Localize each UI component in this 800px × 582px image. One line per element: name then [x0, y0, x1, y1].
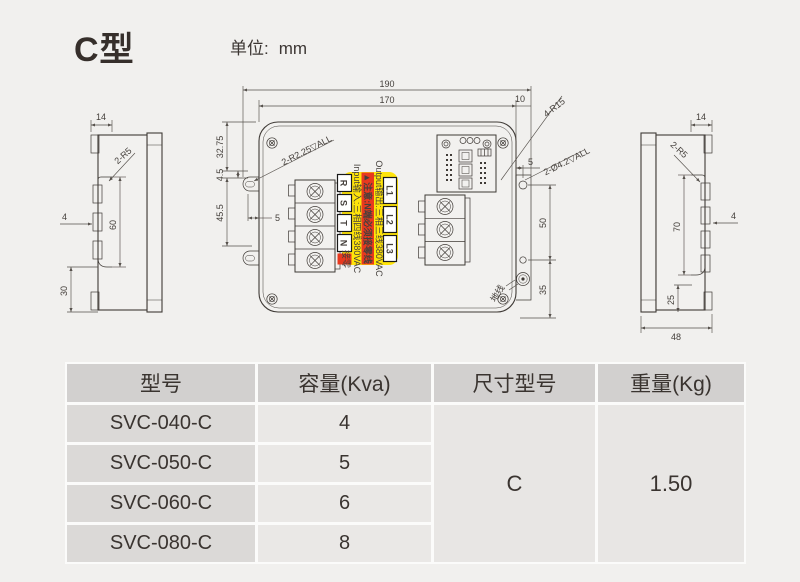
unit-label: 单位:: [230, 39, 269, 58]
left-side-view-drawing: 14 2-R5 60 4 30: [59, 112, 163, 313]
size-model-value: C: [434, 405, 595, 562]
header-capacity: 容量(Kva): [258, 364, 431, 402]
warning-banner: [361, 172, 374, 265]
dim-left-offset-4: 4: [62, 212, 67, 222]
dim-hole-offset-5: 5: [528, 157, 533, 167]
label-output-line: Output输出:三相三线380VAC: [374, 160, 385, 277]
dim-left-top-14: 14: [96, 112, 106, 122]
table-row-model: SVC-060-C: [67, 485, 255, 522]
table-row-capacity: 4: [258, 405, 431, 442]
table-row-model: SVC-040-C: [67, 405, 255, 442]
dim-hole-span-50: 50: [538, 218, 548, 228]
ground-screw: [516, 272, 530, 286]
page-title: C型: [74, 31, 135, 69]
left-view-body: [90, 132, 163, 313]
dim-right-top-14: 14: [696, 112, 706, 122]
header-weight: 重量(Kg): [598, 364, 744, 402]
label-s: S: [339, 200, 349, 206]
output-terminal-labels: L1 L2 L3: [382, 176, 398, 263]
dim-hole-spec: 2-Ø4.2▽ALL: [542, 145, 591, 177]
label-n: N: [339, 240, 349, 247]
label-l1: L1: [385, 185, 395, 196]
unit-value: mm: [278, 39, 308, 58]
dim-body-170: 170: [379, 95, 394, 105]
dim-right-width-48: 48: [671, 332, 681, 342]
table-row-capacity: 6: [258, 485, 431, 522]
label-t: T: [339, 220, 349, 226]
label-warning-text: ▲注意:N端必须接零线: [363, 173, 374, 263]
table-row-capacity: 8: [258, 525, 431, 562]
table-row-model: SVC-080-C: [67, 525, 255, 562]
table-row-model: SVC-050-C: [67, 445, 255, 482]
dim-left-strip-60: 60: [108, 220, 118, 230]
dim-corner-radius: 4-R15: [541, 96, 566, 119]
label-r: R: [339, 180, 349, 187]
dim-right-bottom-25: 25: [666, 295, 676, 305]
label-l3: L3: [385, 243, 395, 254]
dim-left-32-75: 32.75: [215, 136, 225, 159]
weight-value: 1.50: [598, 405, 744, 562]
dim-right-strip-70: 70: [672, 222, 682, 232]
pin-headers: [446, 154, 486, 184]
right-view-body: [640, 132, 713, 313]
front-view-drawing: L1 L2 L3 Output输出:三相三线380VAC ▲注意:N端必须接零线…: [215, 79, 591, 319]
warning-label: L1 L2 L3 Output输出:三相三线380VAC ▲注意:N端必须接零线…: [336, 160, 398, 277]
spec-table: 型号 容量(Kva) 尺寸型号 重量(Kg) SVC-040-C 4 C 1.5…: [65, 362, 746, 564]
header-size-model: 尺寸型号: [434, 364, 595, 402]
dim-hole-bottom-35: 35: [538, 285, 548, 295]
label-n-tag: 接零: [341, 250, 352, 268]
unit-note: 单位: mm: [230, 34, 307, 59]
display-board: [436, 134, 497, 193]
input-terminal-block: [288, 179, 341, 273]
header-model: 型号: [67, 364, 255, 402]
left-view-dimensions: 14 2-R5 60 4 30: [59, 112, 136, 313]
dim-left-bottom-30: 30: [59, 286, 69, 296]
dim-overall-190: 190: [379, 79, 394, 89]
table-row-capacity: 5: [258, 445, 431, 482]
dim-left-4-5: 4.5: [215, 169, 225, 182]
dim-left-45-5: 45.5: [215, 204, 225, 222]
corner-screws: [266, 137, 509, 305]
input-terminal-labels: R S T N 接零: [336, 173, 353, 268]
dim-right-offset-4: 4: [731, 211, 736, 221]
right-side-view-drawing: 14 2-R5 70 4 25 48: [640, 112, 738, 342]
output-terminal-block: [418, 194, 471, 266]
label-input-line: Input输入:三相四线380VAC: [352, 164, 363, 274]
dim-slot-offset-5: 5: [275, 213, 280, 223]
dim-tab-10: 10: [515, 94, 525, 104]
label-l2: L2: [385, 214, 395, 225]
